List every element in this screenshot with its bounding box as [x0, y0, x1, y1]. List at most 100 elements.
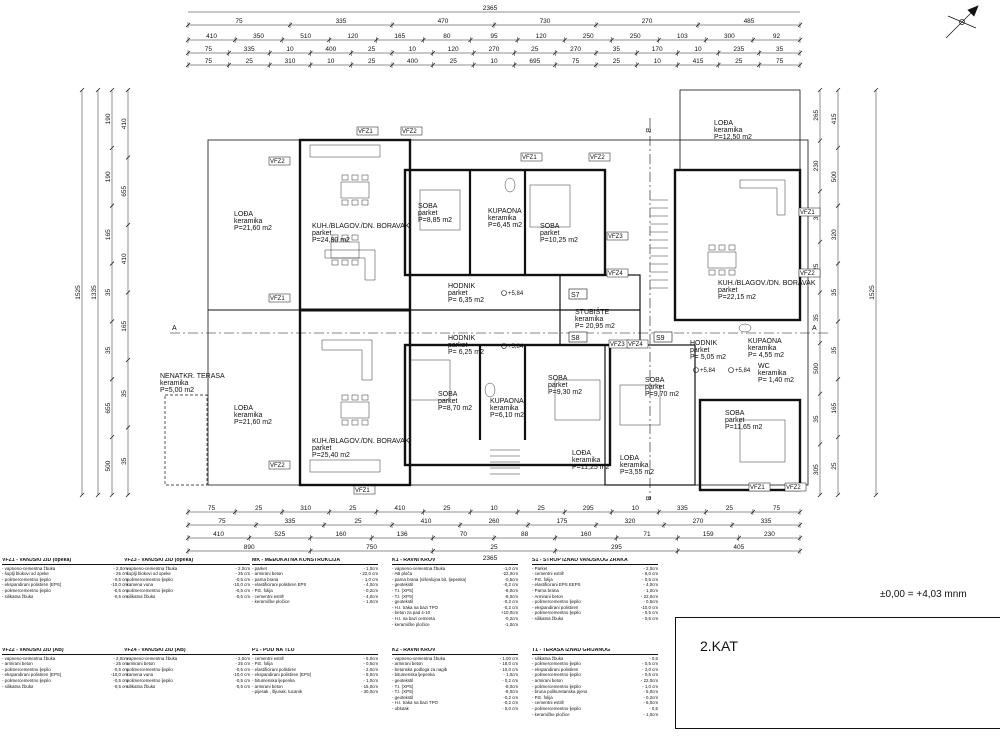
top-dim-row2-label: 165 [394, 33, 405, 40]
legend-layer: - vapneno-cementna žbuka [2, 655, 56, 661]
north-arrow-icon [945, 5, 979, 39]
top-dim-row2-label: 80 [443, 33, 451, 40]
wall-tag-box [748, 482, 771, 492]
legend-thickness: - 0,2 cm [502, 677, 518, 683]
legend-row: - polimercementno ljepilo- 0,5 cm [532, 661, 658, 667]
bottom-dim-row2-label: 75 [218, 518, 226, 525]
legend-thickness: - 22,0cm [640, 677, 658, 683]
legend-layer: - T.I. (XPS) [392, 587, 414, 593]
legend-layer: - geotekstil [392, 677, 414, 683]
chair [351, 199, 359, 206]
legend-row: - silikatna žbuka-0,5 cm [2, 594, 128, 600]
left-dim-lower-tick [125, 222, 131, 228]
right-dim-upper-tick [817, 290, 823, 295]
legend-thickness: - 1,0cm [363, 599, 378, 605]
right-dim-upper-label: 25 [813, 263, 820, 271]
wall-tag-box [606, 268, 629, 278]
chair [341, 259, 349, 266]
section-mark-b-top: B [644, 128, 651, 133]
right-dim-upper-tick [817, 442, 823, 447]
legend-row: - T.I. (XPS)-8,0cm [392, 594, 518, 600]
legend-thickness: - 0,2cm [643, 694, 658, 700]
legend-thickness: -0,5 cm [235, 683, 250, 689]
legend-row: - armirani beton- 25 cm [2, 661, 128, 667]
loggia-top-right [679, 89, 801, 171]
wall-tag-7: VFZ3 [608, 234, 623, 240]
elevation-mark-2: +5,84 [508, 344, 524, 350]
sofa [324, 249, 376, 281]
left-dim-lower-tick [125, 357, 131, 363]
bottom-dim-row3-label: 525 [274, 531, 285, 538]
right-dim-upper-label: 500 [813, 363, 820, 374]
chair [341, 199, 349, 206]
legend-row: - polimercementno ljepilo-0,5 cm [124, 667, 250, 673]
bottom-dim-row2-label: 175 [557, 518, 568, 525]
left-dim-lower-label: 410 [121, 253, 128, 264]
wall-tag-9: VFZ1 [800, 210, 815, 216]
legend-row: - vapneno-cementna žbuka-1,0 cm [392, 566, 518, 572]
right-dim-upper-tick [817, 239, 823, 245]
left-dim-upper-label: 500 [105, 460, 112, 471]
room-label-4-area: P=6,45 m2 [488, 222, 522, 229]
left-dim-total-tick [79, 87, 85, 93]
legend-row: - ekspandirani polistiren (EPS)-10,0 cm [2, 582, 128, 588]
stair-core [559, 274, 641, 346]
legend-layer: - armirani beton [252, 571, 283, 577]
right-dim-upper-tick [817, 391, 823, 397]
legend-layer: - polimercementno ljepilo [532, 610, 581, 616]
legend-row: - keramičke pločice- 1,0cm [252, 599, 378, 605]
legend-row: - vapneno-cementna žbuka- 2,0cm [124, 656, 250, 662]
legend-layer: - polimercementno ljepilo [124, 576, 173, 582]
top-dim-row3-label: 25 [368, 46, 376, 53]
legend-row: - Parna brana- 1,0cm [532, 588, 658, 594]
legend-layer: - keramičke pločice [392, 621, 430, 627]
legend-layer: - silikatna žbuka [532, 655, 564, 661]
stair-label-box [568, 288, 588, 300]
top-dim-row3-label: 400 [325, 46, 336, 53]
elevation-mark-1: +5,84 [508, 291, 524, 297]
legend-title: MK - MEĐUKATNA KONSTRUKCIJA [252, 558, 378, 565]
legend-layer: - bitumenska ljepenka [392, 672, 435, 678]
left-dim-upper-tick [109, 261, 115, 266]
bottom-dim-row1-label: 75 [208, 505, 216, 512]
left-dim-upper-label: 190 [105, 171, 112, 182]
legend-thickness: -0,5 cm [113, 683, 128, 689]
top-dim-row2-label: 120 [536, 33, 547, 40]
room-label-17-area: P=8,70 m2 [438, 405, 472, 412]
bottom-dim-row2-label: 270 [693, 518, 704, 525]
legend-row: - polimercementno ljepilo-0,5 cm [2, 678, 128, 684]
legend-row: - armirani beton- 22,0 cm [252, 571, 378, 577]
legend-row: - geotekstil-0,2 cm [392, 582, 518, 588]
apartment-left-top-walls [298, 138, 412, 487]
legend-layer: - cementni estrih [532, 700, 565, 706]
left-dim-lower-tick [125, 87, 131, 93]
legend-row: - šuplji blokovi od opeke- 25 cm [124, 571, 250, 577]
room-label-18-name: KUPAONA [490, 398, 524, 405]
legend-layer: - armirani beton [252, 683, 283, 689]
room-label-19-name: SOBA [548, 375, 568, 382]
chair [728, 244, 736, 251]
legend-row: - silikatna žbuka-0,5 cm [124, 594, 250, 600]
legend-layer: - H.I. traka na bazi TPO [392, 604, 439, 610]
top-dim-row4-label: 400 [407, 58, 418, 65]
level-reference: ±0,00 = +4,03 mnm [880, 589, 967, 600]
legend-row: - T.I. (XPS)-8,0cm [392, 588, 518, 594]
legend-row: - beton za pad 4-10+10,0cm [392, 610, 518, 616]
legend-layer: - polimercementno ljepilo [2, 666, 51, 672]
room-label-20-name: LOĐA [572, 450, 591, 457]
top-dim-row3-label: 120 [448, 46, 459, 53]
wall-tag-box [588, 152, 611, 162]
legend-thickness: -10,0 cm [110, 582, 128, 588]
legend-thickness: - 4,0cm [363, 593, 378, 599]
legend-title: VFZ2 - VANJSKI ZID (AB) [2, 648, 128, 655]
legend-layer: - silikatna žbuka [2, 683, 34, 689]
bottom-dim-row3-label: 410 [213, 531, 224, 538]
chair [341, 234, 349, 241]
legend-layer: - armirani beton [392, 661, 423, 667]
legend-layer: - cementni estrih [252, 593, 285, 599]
top-dim-row3-label: 10 [694, 46, 702, 53]
legend-thickness: -0,5 cm [235, 576, 250, 582]
elevation-mark-4: +5,84 [735, 368, 751, 374]
legend-thickness: -0,5 cm [235, 587, 250, 593]
